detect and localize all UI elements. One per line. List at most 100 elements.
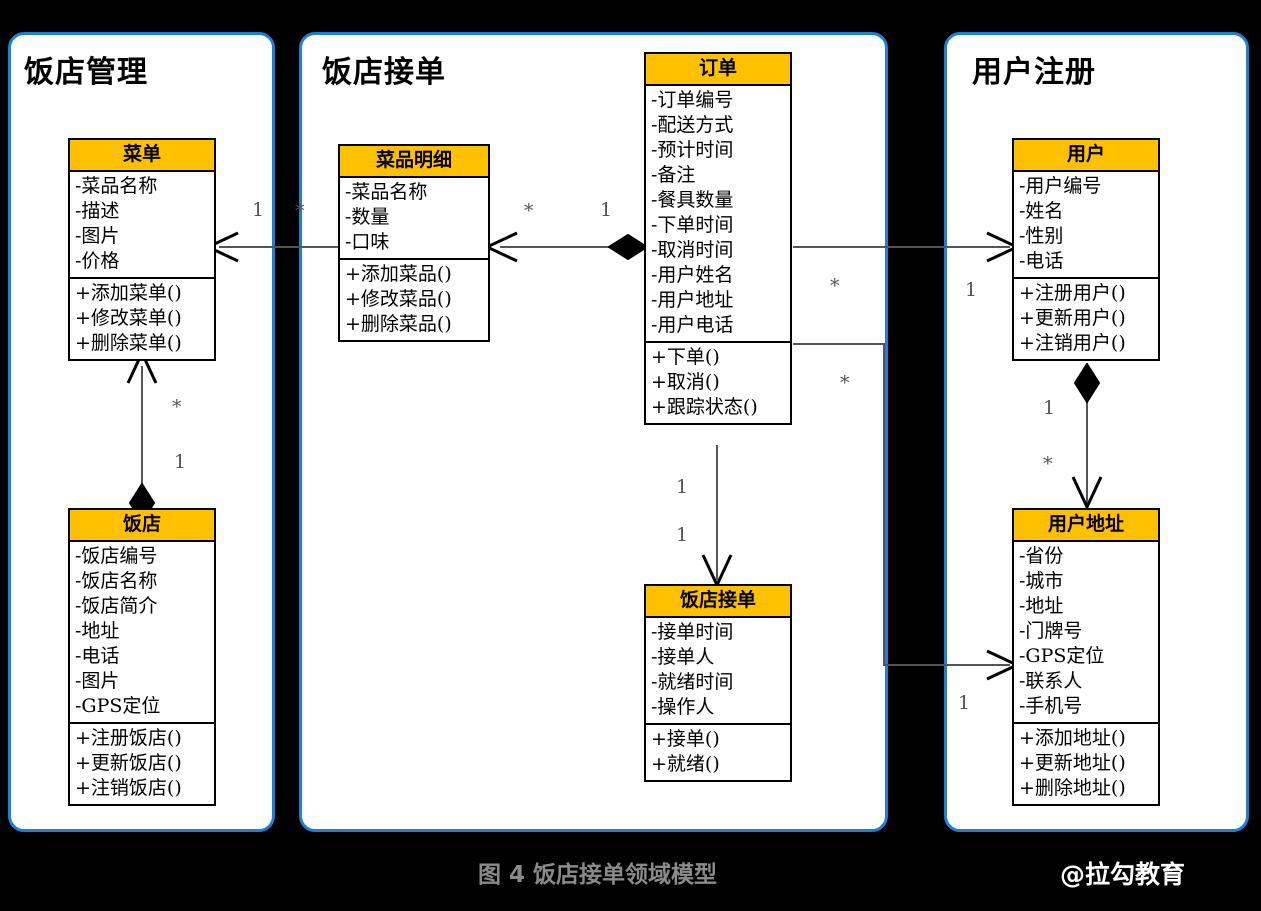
attribute-row: -口味: [345, 231, 390, 253]
multiplicity-address-top: *: [1043, 453, 1053, 475]
attribute-row: -用户编号: [1019, 175, 1102, 197]
class-operations-restaurant: +注册饭店() +更新饭店() +注销饭店(): [70, 722, 214, 804]
multiplicity-dishdetail-right-side: *: [524, 200, 534, 222]
operation-row: +注册用户(): [1019, 282, 1126, 304]
class-box-user[interactable]: 用户 -用户编号 -姓名 -性别 -电话 +注册用户() +更新用户() +注销…: [1012, 138, 1160, 361]
class-attributes-user-address: -省份 -城市 -地址 -门牌号 -GPS定位 -联系人 -手机号: [1014, 542, 1158, 722]
class-box-order[interactable]: 订单 -订单编号 -配送方式 -预计时间 -备注 -餐具数量 -下单时间 -取消…: [644, 52, 792, 425]
attribute-row: -备注: [651, 164, 696, 186]
arrowhead-to-order-intake: [699, 554, 735, 589]
multiplicity-menu-side: 1: [252, 199, 265, 221]
operation-row: +删除菜单(): [75, 332, 182, 354]
class-box-dish-detail[interactable]: 菜品明细 -菜品名称 -数量 -口味 +添加菜品() +修改菜品() +删除菜品…: [338, 144, 490, 342]
connector-user-useraddress: [1086, 378, 1088, 504]
attribute-row: -电话: [75, 645, 120, 667]
attribute-row: -性别: [1019, 225, 1064, 247]
operation-row: +更新饭店(): [75, 752, 182, 774]
operation-row: +修改菜单(): [75, 307, 182, 329]
operation-row: +添加菜单(): [75, 282, 182, 304]
attribute-row: -订单编号: [651, 89, 734, 111]
figure-caption: 图 4 饭店接单领域模型: [478, 862, 718, 888]
attribute-row: -手机号: [1019, 695, 1083, 717]
operation-row: +更新地址(): [1019, 752, 1126, 774]
operation-row: +添加地址(): [1019, 727, 1126, 749]
attribute-row: -饭店名称: [75, 570, 158, 592]
class-name-order: 订单: [646, 54, 790, 86]
operation-row: +删除菜品(): [345, 313, 452, 335]
operation-row: +下单(): [651, 346, 720, 368]
connector-order-address-vertical: [883, 343, 885, 665]
attribute-row: -菜品名称: [75, 175, 158, 197]
connector-order-user: [793, 246, 1010, 248]
connector-order-address-bottom: [883, 664, 1010, 666]
attribute-row: -饭店编号: [75, 545, 158, 567]
attribute-row: -配送方式: [651, 114, 734, 136]
class-name-menu: 菜单: [70, 140, 214, 172]
class-operations-menu: +添加菜单() +修改菜单() +删除菜单(): [70, 277, 214, 359]
attribute-row: -图片: [75, 225, 120, 247]
class-name-user: 用户: [1014, 140, 1158, 172]
class-attributes-order: -订单编号 -配送方式 -预计时间 -备注 -餐具数量 -下单时间 -取消时间 …: [646, 86, 790, 341]
operation-row: +删除地址(): [1019, 777, 1126, 799]
attribute-row: -饭店简介: [75, 595, 158, 617]
class-operations-user: +注册用户() +更新用户() +注销用户(): [1014, 277, 1158, 359]
operation-row: +更新用户(): [1019, 307, 1126, 329]
multiplicity-order-to-address-many: *: [840, 372, 850, 394]
connector-menu-restaurant: [141, 366, 143, 488]
multiplicity-order-intake-top: 1: [676, 524, 689, 546]
multiplicity-dishdetail-left-side: *: [295, 200, 305, 222]
watermark-label: @拉勾教育: [1060, 860, 1186, 889]
class-attributes-dish-detail: -菜品名称 -数量 -口味: [340, 178, 488, 258]
class-name-order-intake: 饭店接单: [646, 586, 790, 618]
attribute-row: -姓名: [1019, 200, 1064, 222]
class-operations-dish-detail: +添加菜品() +修改菜品() +删除菜品(): [340, 258, 488, 340]
attribute-row: -用户姓名: [651, 264, 734, 286]
multiplicity-order-to-user-many: *: [830, 275, 840, 297]
composition-diamond-user-address: [1073, 362, 1101, 404]
class-operations-order-intake: +接单() +就绪(): [646, 723, 790, 780]
attribute-row: -就绪时间: [651, 671, 734, 693]
class-box-restaurant[interactable]: 饭店 -饭店编号 -饭店名称 -饭店简介 -地址 -电话 -图片 -GPS定位 …: [68, 508, 216, 806]
attribute-row: -用户地址: [651, 289, 734, 311]
attribute-row: -电话: [1019, 250, 1064, 272]
attribute-row: -预计时间: [651, 139, 734, 161]
operation-row: +跟踪状态(): [651, 396, 758, 418]
class-operations-user-address: +添加地址() +更新地址() +删除地址(): [1014, 722, 1158, 804]
attribute-row: -餐具数量: [651, 189, 734, 211]
class-box-order-intake[interactable]: 饭店接单 -接单时间 -接单人 -就绪时间 -操作人 +接单() +就绪(): [644, 584, 792, 782]
attribute-row: -省份: [1019, 545, 1064, 567]
multiplicity-restaurant-top: 1: [174, 451, 187, 473]
attribute-row: -GPS定位: [75, 695, 161, 717]
operation-row: +取消(): [651, 371, 720, 393]
attribute-row: -操作人: [651, 696, 715, 718]
package-title-restaurant-management: 饭店管理: [24, 55, 148, 90]
attribute-row: -接单人: [651, 646, 715, 668]
class-attributes-user: -用户编号 -姓名 -性别 -电话: [1014, 172, 1158, 277]
package-title-user-registration: 用户注册: [972, 55, 1096, 90]
attribute-row: -GPS定位: [1019, 645, 1105, 667]
attribute-row: -地址: [1019, 595, 1064, 617]
connector-dishdetail-order: [500, 246, 630, 248]
attribute-row: -联系人: [1019, 670, 1083, 692]
multiplicity-user-to-order-one: 1: [965, 279, 978, 301]
operation-row: +就绪(): [651, 753, 720, 775]
operation-row: +添加菜品(): [345, 263, 452, 285]
connector-menu-dishdetail: [219, 246, 339, 248]
class-box-user-address[interactable]: 用户地址 -省份 -城市 -地址 -门牌号 -GPS定位 -联系人 -手机号 +…: [1012, 508, 1160, 806]
operation-row: +接单(): [651, 728, 720, 750]
multiplicity-address-to-order-one: 1: [958, 692, 971, 714]
multiplicity-order-bottom: 1: [676, 476, 689, 498]
operation-row: +修改菜品(): [345, 288, 452, 310]
attribute-row: -图片: [75, 670, 120, 692]
attribute-row: -描述: [75, 200, 120, 222]
attribute-row: -下单时间: [651, 214, 734, 236]
attribute-row: -取消时间: [651, 239, 734, 261]
arrowhead-to-user-address-from-user: [1069, 476, 1105, 511]
operation-row: +注销饭店(): [75, 777, 182, 799]
class-attributes-menu: -菜品名称 -描述 -图片 -价格: [70, 172, 214, 277]
class-box-menu[interactable]: 菜单 -菜品名称 -描述 -图片 -价格 +添加菜单() +修改菜单() +删除…: [68, 138, 216, 361]
class-attributes-order-intake: -接单时间 -接单人 -就绪时间 -操作人: [646, 618, 790, 723]
class-operations-order: +下单() +取消() +跟踪状态(): [646, 341, 790, 423]
class-name-dish-detail: 菜品明细: [340, 146, 488, 178]
